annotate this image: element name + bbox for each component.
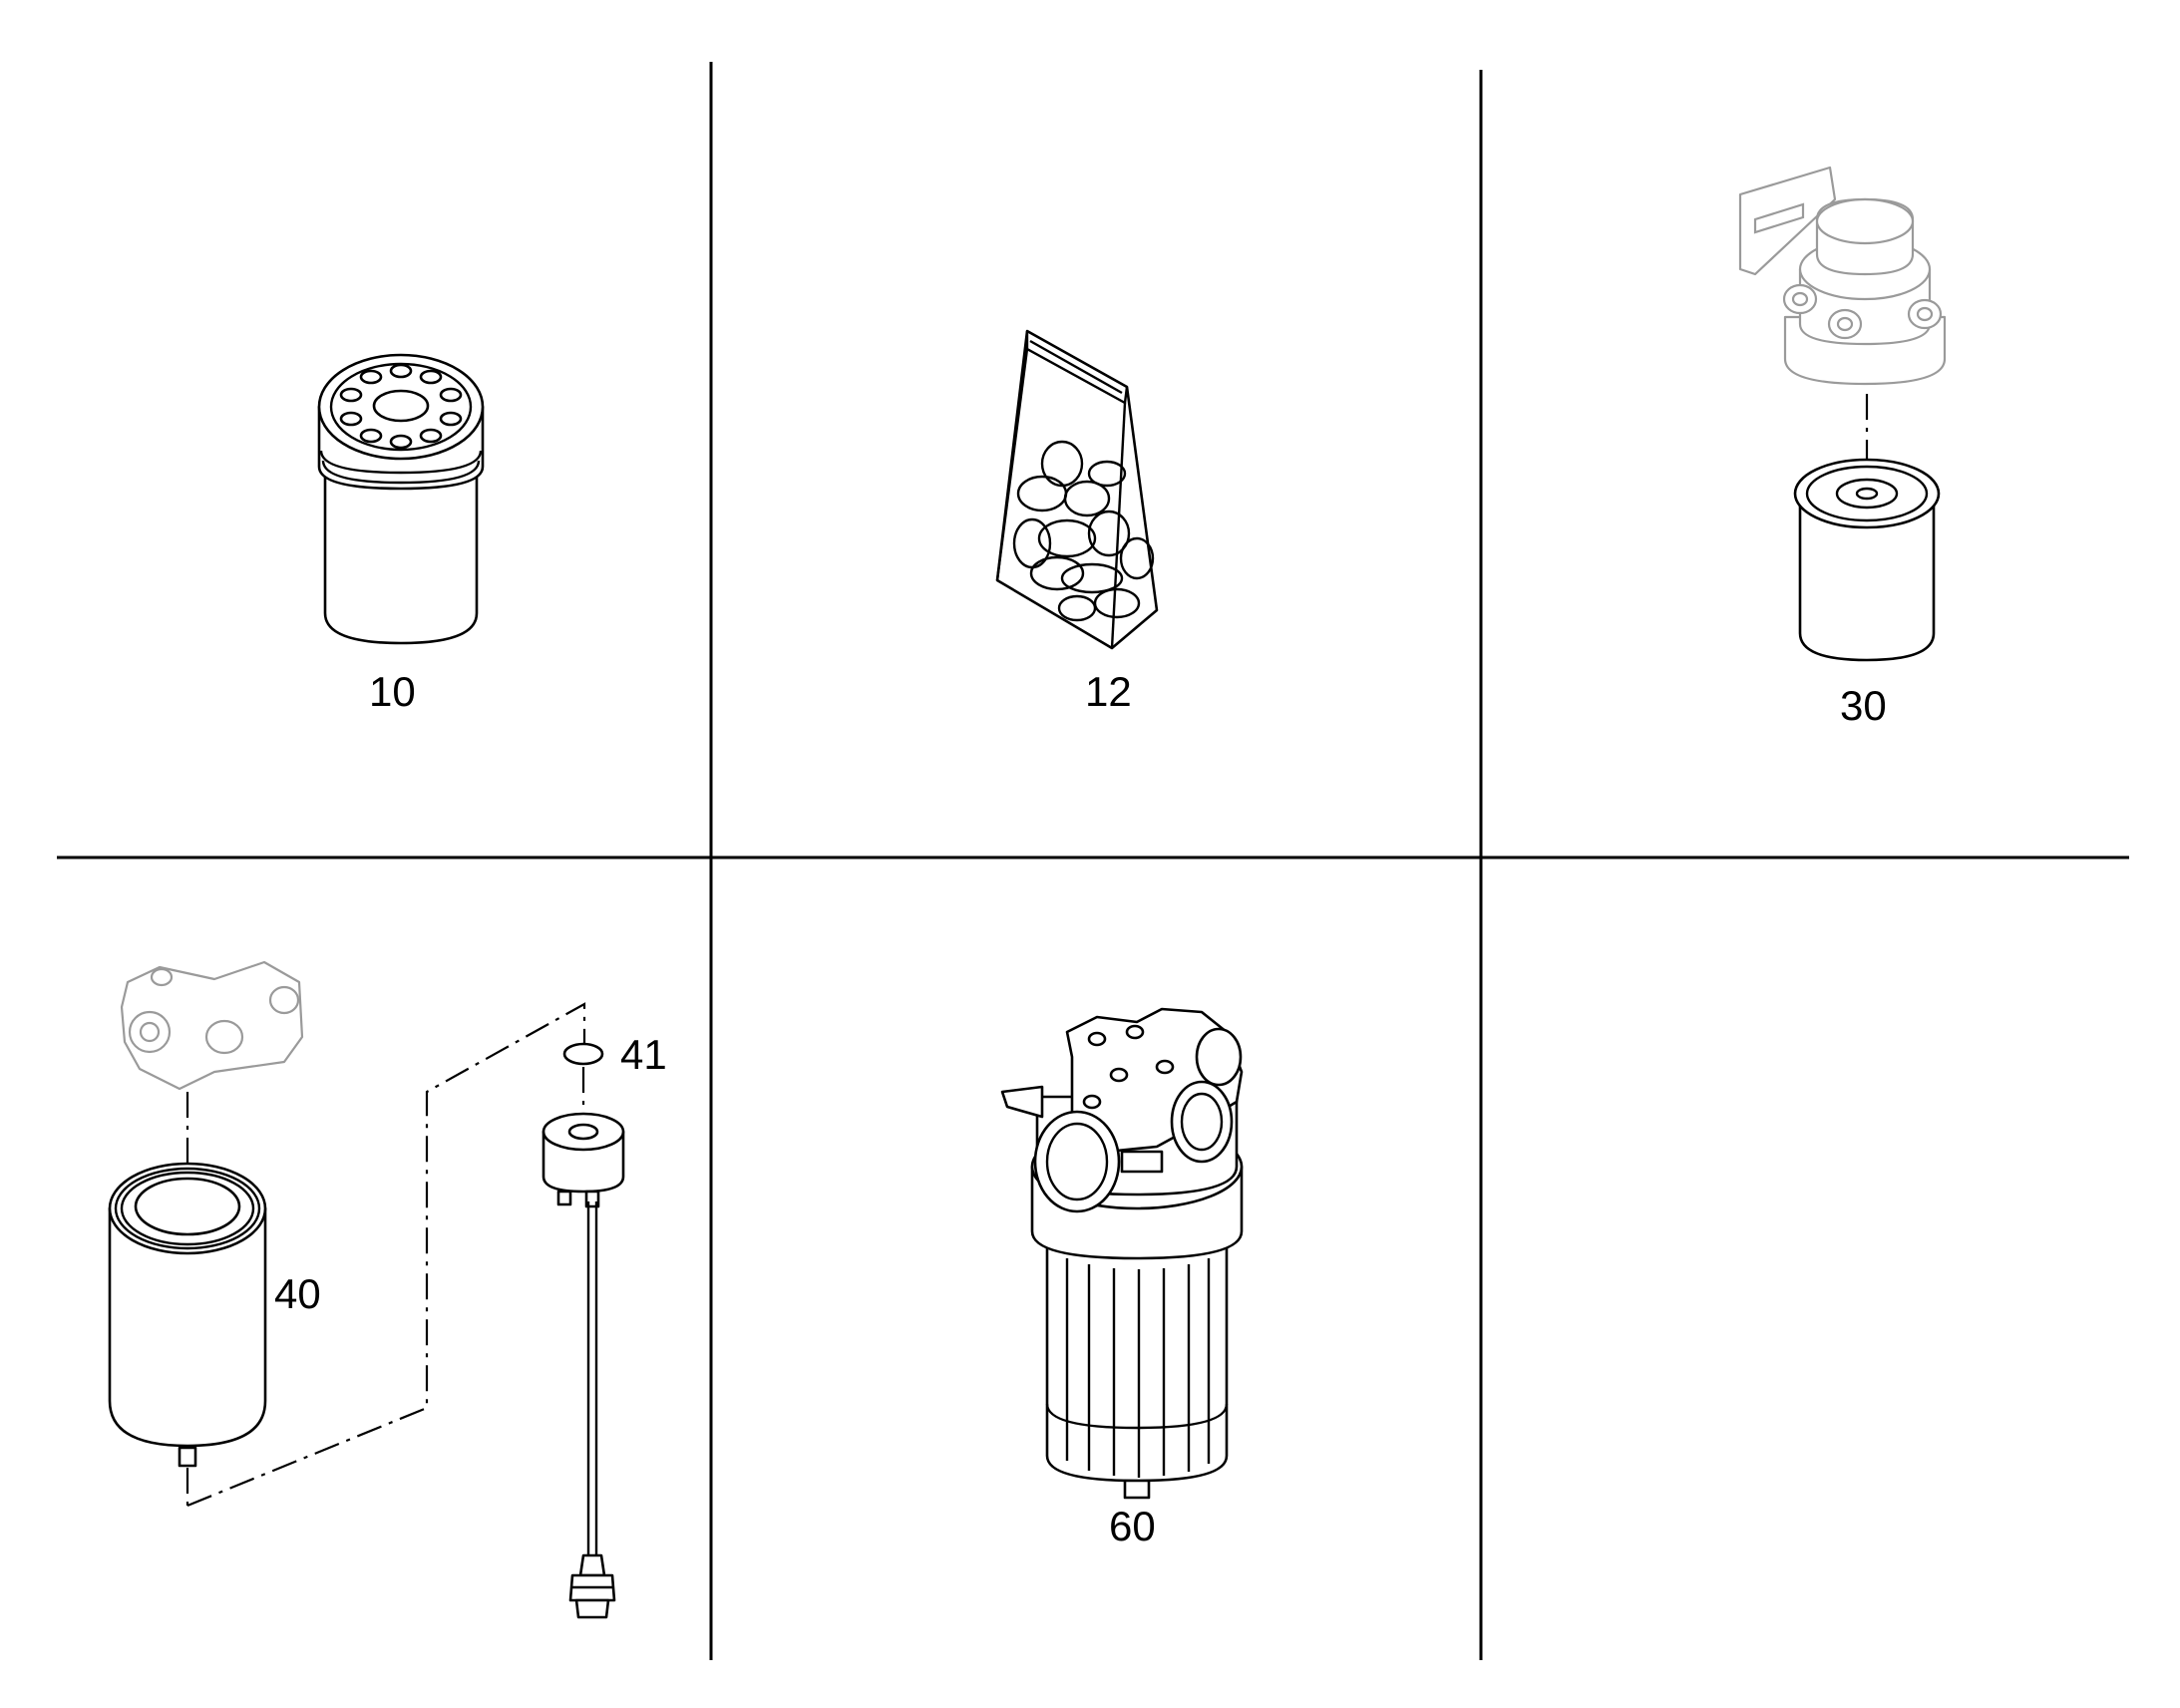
part-41-sensor[interactable]: [542, 1042, 625, 1619]
part-label-60: 60: [1109, 1503, 1156, 1549]
part-label-12: 12: [1085, 668, 1132, 715]
part-label-41: 41: [620, 1031, 667, 1078]
part-30-filter-assembly[interactable]: [1738, 166, 1947, 662]
panel-grid: [57, 62, 2129, 1660]
part-labels: 10 12 30 40 41 60: [274, 668, 1887, 1549]
part-60-filter-housing[interactable]: [1000, 1007, 1244, 1500]
part-label-10: 10: [369, 668, 416, 715]
part-label-40: 40: [274, 1270, 321, 1317]
part-label-30: 30: [1840, 682, 1887, 729]
part-40-water-separator[interactable]: [108, 960, 586, 1508]
part-12-seal-kit-bag[interactable]: [995, 329, 1159, 650]
part-10-filter-cartridge[interactable]: [317, 353, 485, 645]
